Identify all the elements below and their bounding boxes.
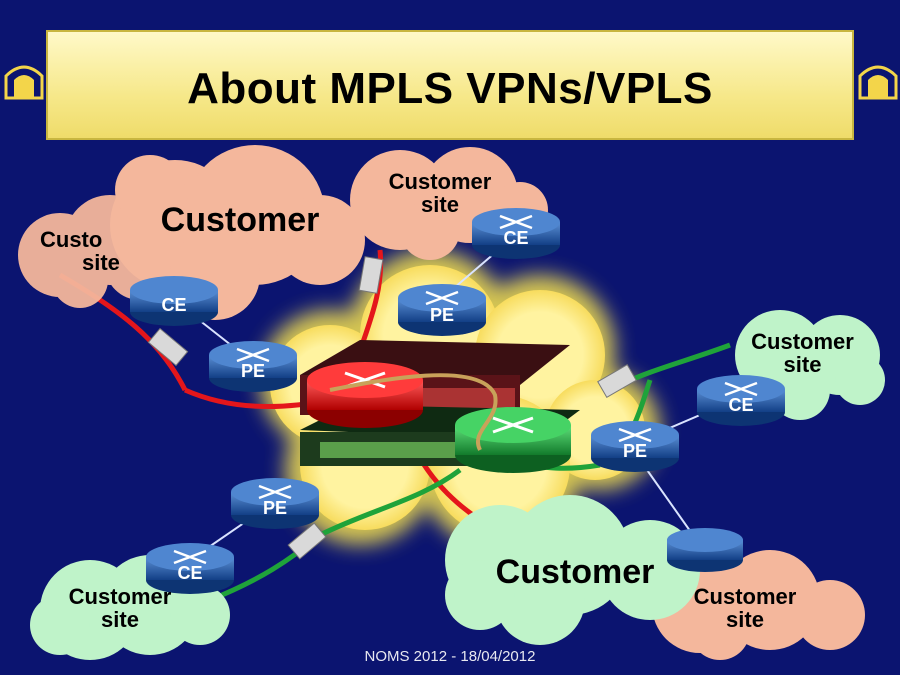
customer-site-label-line1: Customer — [693, 584, 797, 609]
customer-site-label-line1: Customer — [751, 329, 854, 354]
customer-site-label-right: Customer site — [730, 330, 875, 376]
router-ce-left-label: CE — [161, 295, 187, 315]
left-logo-icon — [2, 58, 46, 102]
page-title: About MPLS VPNs/VPLS — [187, 64, 713, 113]
title-banner: About MPLS VPNs/VPLS — [46, 30, 854, 140]
customer-site-label-line2: site — [101, 607, 139, 633]
customer-site-label-line2: site — [726, 607, 764, 633]
footer-text: NOMS 2012 - 18/04/2012 — [364, 648, 536, 665]
customer-site-label-top: Customer site — [365, 170, 515, 216]
customer-site-label-top-left: Custo site — [40, 228, 150, 274]
router-ce-top — [472, 208, 560, 259]
router-ce-right — [697, 375, 785, 426]
customer-site-label-line2: site — [783, 352, 822, 378]
cloud-customer-large-bottom — [445, 495, 700, 645]
core-router-green — [455, 407, 571, 473]
rj45-connector-icon — [147, 256, 637, 560]
router-pe-bottom — [231, 478, 319, 529]
router-partial-bottom-right — [667, 528, 743, 572]
router-ce-top-label: CE — [503, 228, 529, 248]
customer-site-label-line2: site — [82, 250, 120, 276]
orange-cross-link — [329, 373, 498, 451]
customer-site-label-line1: Customer — [68, 584, 172, 609]
customer-label-large-top: Customer — [160, 201, 320, 239]
customer-site-label-line2: site — [421, 192, 459, 218]
router-pe-top — [398, 284, 486, 336]
router-pe-left — [209, 341, 297, 392]
router-ce-right-label: CE — [728, 395, 754, 415]
customer-site-label-bottom-right: Customer site — [665, 585, 825, 631]
customer-label-large-bottom: Customer — [495, 553, 655, 591]
router-pe-top-label: PE — [429, 305, 454, 325]
router-ce-bottom-label: CE — [177, 563, 203, 583]
router-ce-left — [130, 276, 218, 326]
cloud-bottom-right-customer-site — [652, 550, 865, 660]
router-pe-left-label: PE — [240, 361, 265, 381]
customer-site-label-line1: Custo — [40, 227, 103, 252]
customer-site-label-line1: Customer — [388, 169, 492, 194]
customer-site-label-bottom-left: Customer site — [45, 585, 195, 631]
core-router-red — [307, 362, 423, 428]
router-ce-bottom — [146, 543, 234, 594]
router-pe-bottom-label: PE — [262, 498, 287, 518]
right-logo-icon — [856, 58, 900, 102]
router-pe-right — [591, 421, 679, 472]
router-pe-right-label: PE — [622, 441, 647, 461]
